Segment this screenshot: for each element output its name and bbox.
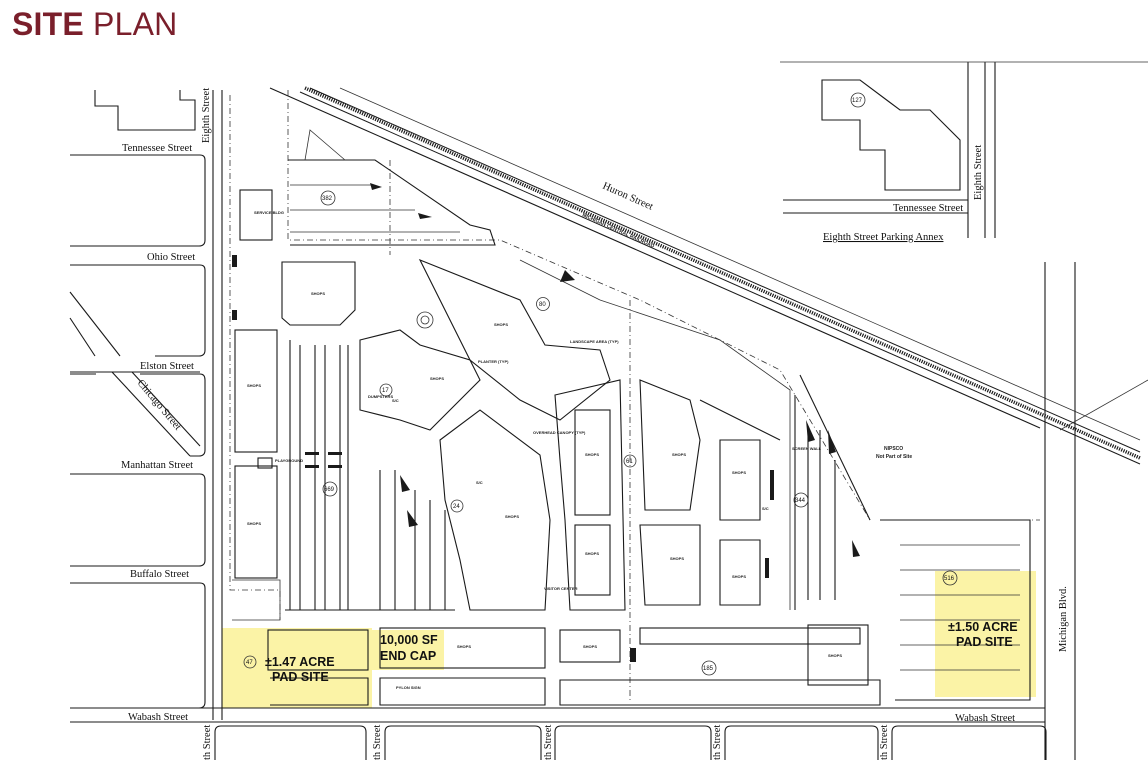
black-markers: [232, 183, 860, 662]
visitor-center-label: VISITOR CENTER: [544, 586, 578, 591]
street-tennessee-annex: Tennessee Street: [893, 203, 963, 214]
nipsco-label: NIPSCO: [884, 446, 903, 452]
street-michigan: Michigan Blvd.: [1058, 586, 1069, 652]
south-strip: [267, 624, 881, 706]
east-parking: [765, 374, 1031, 701]
shops-label-14: SHOPS: [583, 644, 597, 649]
street-eighth-top: Eighth Street: [201, 88, 212, 143]
end-cap-highlight: [372, 630, 444, 670]
stall-count-516: 516: [944, 576, 955, 582]
street-buffalo: Buffalo Street: [130, 569, 189, 580]
shops-label-5: SHOPS: [494, 322, 508, 327]
s-c-label-2: S/C: [476, 480, 483, 485]
stall-count-80: 80: [539, 302, 546, 308]
stall-counts: 382 80 669 344 185 24 17 47 127 516 61: [243, 92, 958, 676]
shops-label-1: SHOPS: [311, 291, 325, 296]
wabash-street-lines: [70, 707, 1047, 760]
stall-count-127: 127: [852, 98, 863, 104]
shops-label-12: SHOPS: [732, 574, 746, 579]
stall-count-47: 47: [246, 660, 253, 666]
title-bold: SITE: [12, 6, 84, 42]
shops-label-9: SHOPS: [672, 452, 686, 457]
pad-right-line1: ±1.50 ACRE: [948, 620, 1018, 634]
bottom-street-fragment-4: th Street: [712, 725, 723, 760]
nipsco-sublabel: Not Part of Site: [876, 454, 912, 460]
pylon-sign-label: PYLON SIGN: [396, 685, 421, 690]
shops-label-2: SHOPS: [247, 383, 261, 388]
pad-site-right-highlight: [935, 571, 1036, 697]
pad-site-left-highlight: [222, 628, 372, 708]
site-boundary: [229, 90, 1040, 700]
street-wabash-right: Wabash Street: [955, 713, 1015, 724]
shops-label-7: SHOPS: [585, 452, 599, 457]
pad-left-line1: ±1.47 ACRE: [265, 655, 335, 669]
parking-annex-inset: [780, 61, 1148, 238]
screen-wall-label: SCREEN WALL: [792, 446, 822, 451]
landscape-label: LANDSCAPE AREA (TYP): [570, 339, 619, 344]
bottom-street-fragment-2: th Street: [372, 725, 383, 760]
stall-count-382: 382: [322, 196, 333, 202]
planter-label: PLANTER (TYP): [478, 359, 509, 364]
end-cap-line2: END CAP: [380, 649, 436, 663]
shops-label-10: SHOPS: [670, 556, 684, 561]
end-cap-line1: 10,000 SF: [380, 633, 438, 647]
dumpsters-label: DUMPSTERS: [368, 394, 393, 399]
stall-count-185: 185: [703, 666, 714, 672]
street-chicago: Chicago Street: [135, 378, 183, 433]
street-ohio: Ohio Street: [147, 252, 195, 263]
pad-highlights: [222, 571, 1036, 708]
railroad-label: MICHIGAN CENTRAL RAILROAD: [581, 212, 655, 249]
pad-callouts: ±1.47 ACRE PAD SITE 10,000 SF END CAP ±1…: [265, 620, 1018, 684]
street-eighth-annex: Eighth Street: [973, 145, 984, 200]
railroad: [299, 86, 1141, 465]
stall-count-17: 17: [382, 388, 389, 394]
central-mall: [281, 258, 791, 611]
annex-caption: Eighth Street Parking Annex: [823, 232, 944, 243]
huron-street-lines: [269, 87, 1141, 441]
street-wabash-left: Wabash Street: [128, 712, 188, 723]
shops-label-11: SHOPS: [732, 470, 746, 475]
stall-count-61: 61: [626, 459, 633, 465]
shops-label-6: SHOPS: [505, 514, 519, 519]
stall-count-669: 669: [324, 487, 335, 493]
pad-left-line2: PAD SITE: [272, 670, 329, 684]
street-huron: Huron Street: [601, 181, 655, 213]
street-tennessee: Tennessee Street: [122, 143, 192, 154]
service-bldg-label: SERVICE BLDG: [254, 210, 284, 215]
bottom-street-fragment-3: th Street: [543, 725, 554, 760]
west-strip-shops: [232, 189, 281, 621]
north-parking: [288, 129, 496, 246]
shops-label-8: SHOPS: [585, 551, 599, 556]
city-blocks-west: [69, 90, 223, 720]
shops-label-15: SHOPS: [828, 653, 842, 658]
bottom-street-fragment-1: th Street: [202, 725, 213, 760]
stall-count-344: 344: [795, 498, 806, 504]
shops-label-4: SHOPS: [430, 376, 444, 381]
shops-label-13: SHOPS: [457, 644, 471, 649]
west-parking-bays: [285, 340, 455, 611]
canopy-label: OVERHEAD CANOPY (TYP): [533, 430, 586, 435]
street-elston: Elston Street: [140, 361, 194, 372]
stall-count-24: 24: [453, 504, 460, 510]
title-regular: PLAN: [93, 6, 178, 42]
street-manhattan: Manhattan Street: [121, 460, 193, 471]
michigan-blvd: [1044, 262, 1148, 760]
s-c-label-3: S/C: [762, 506, 769, 511]
pad-right-line2: PAD SITE: [956, 635, 1013, 649]
bottom-street-fragment-5: th Street: [879, 725, 890, 760]
page-title: SITE PLAN: [12, 6, 177, 43]
s-c-label-1: S/C: [392, 398, 399, 403]
building-labels: SHOPS SHOPS SHOPS SHOPS SHOPS SHOPS SHOP…: [247, 210, 912, 690]
shops-label-3: SHOPS: [247, 521, 261, 526]
playground-label: PLAYGROUND: [275, 458, 303, 463]
